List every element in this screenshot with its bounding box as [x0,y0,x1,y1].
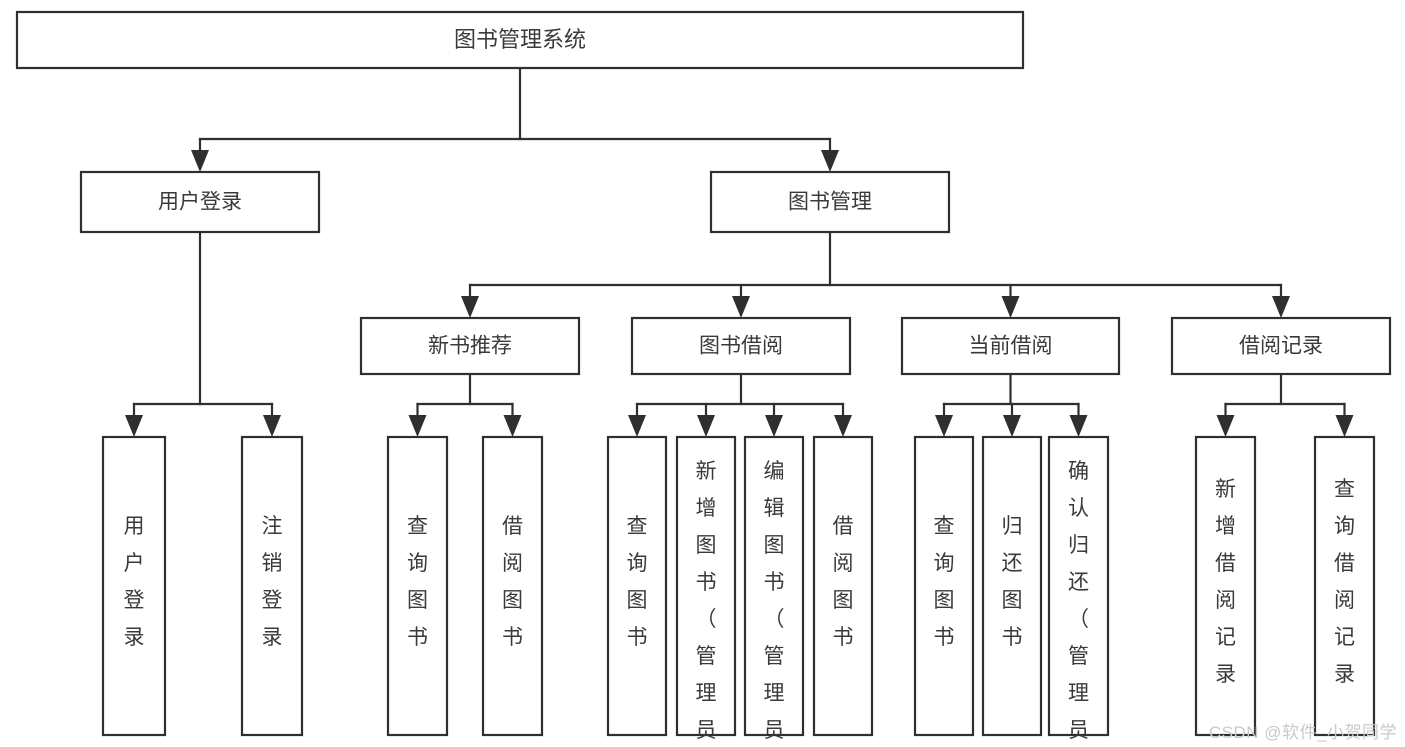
arrow-head-records [1272,296,1290,318]
node-box-root[interactable] [15,10,1025,70]
node-label-leaf-borrow-edit: 编辑图书（管理员） [764,460,785,747]
node-box-leaf-cur-query[interactable] [913,435,975,737]
arrow-head-bookmgmt [821,150,839,172]
arrow-head-login [191,150,209,172]
node-label-leaf-cur-confirm: 确认归还（管理员） [1068,460,1089,747]
arrow-head-leaf-rec-add [1216,415,1235,437]
node-leaf-new-borrow[interactable]: 借阅图书 [481,435,544,737]
node-leaf-user-logout[interactable]: 注销登录 [240,435,304,737]
node-login[interactable]: 用户登录 [79,170,321,234]
watermark: CSDN @软件_小贺同学 [1208,723,1397,742]
node-box-leaf-borrow-query[interactable] [606,435,668,737]
arrow-head-current [1001,296,1020,318]
node-leaf-borrow-lend[interactable]: 借阅图书 [812,435,874,737]
node-box-login[interactable] [79,170,321,234]
node-label-root: 图书管理系统 [454,27,586,52]
node-label-leaf-cur-query: 查询图书 [934,515,955,649]
arrow-head-leaf-user-login [125,415,143,437]
node-leaf-new-query[interactable]: 查询图书 [386,435,449,737]
node-leaf-cur-query[interactable]: 查询图书 [913,435,975,737]
node-box-leaf-user-login[interactable] [101,435,167,737]
node-box-leaf-user-logout[interactable] [240,435,304,737]
arrow-head-newbook [461,296,479,318]
node-records[interactable]: 借阅记录 [1170,316,1392,376]
node-label-leaf-new-query: 查询图书 [407,515,428,649]
node-bookmgmt[interactable]: 图书管理 [709,170,951,234]
node-box-bookmgmt[interactable] [709,170,951,234]
node-box-current[interactable] [900,316,1121,376]
node-leaf-user-login[interactable]: 用户登录 [101,435,167,737]
node-label-leaf-borrow-query: 查询图书 [627,515,648,649]
arrow-head-leaf-new-borrow [503,415,522,437]
node-current[interactable]: 当前借阅 [900,316,1121,376]
arrow-head-leaf-user-logout [263,415,281,437]
arrow-head-leaf-borrow-edit [765,415,783,437]
node-box-leaf-borrow-edit[interactable] [743,435,805,737]
arrow-head-leaf-cur-return [1003,415,1021,437]
node-box-leaf-borrow-lend[interactable] [812,435,874,737]
node-label-leaf-borrow-lend: 借阅图书 [833,515,854,649]
arrow-head-leaf-new-query [408,415,427,437]
node-box-leaf-cur-return[interactable] [981,435,1043,737]
node-box-leaf-cur-confirm[interactable] [1047,435,1110,737]
node-box-borrow[interactable] [630,316,852,376]
node-leaf-borrow-edit[interactable]: 编辑图书（管理员） [743,435,805,747]
node-label-leaf-new-borrow: 借阅图书 [502,515,523,649]
node-label-leaf-borrow-add: 新增图书（管理员） [696,460,717,747]
node-leaf-rec-add[interactable]: 新增借阅记录 [1194,435,1257,737]
node-label-leaf-rec-add: 新增借阅记录 [1215,478,1236,686]
node-box-leaf-new-query[interactable] [386,435,449,737]
node-leaf-borrow-query[interactable]: 查询图书 [606,435,668,737]
node-leaf-cur-confirm[interactable]: 确认归还（管理员） [1047,435,1110,747]
node-box-newbook[interactable] [359,316,581,376]
node-leaf-cur-return[interactable]: 归还图书 [981,435,1043,737]
node-label-records: 借阅记录 [1239,335,1323,358]
node-leaf-rec-query[interactable]: 查询借阅记录 [1313,435,1376,737]
nodes-layer: 图书管理系统用户登录图书管理新书推荐图书借阅当前借阅借阅记录用户登录注销登录查询… [15,10,1392,747]
node-leaf-borrow-add[interactable]: 新增图书（管理员） [675,435,737,747]
node-label-leaf-user-logout: 注销登录 [262,515,283,649]
node-label-newbook: 新书推荐 [428,335,512,358]
node-root[interactable]: 图书管理系统 [15,10,1025,70]
node-box-records[interactable] [1170,316,1392,376]
node-label-login: 用户登录 [158,191,242,214]
node-label-leaf-cur-return: 归还图书 [1002,515,1023,649]
node-box-leaf-borrow-add[interactable] [675,435,737,737]
node-label-bookmgmt: 图书管理 [788,191,872,214]
arrow-head-leaf-rec-query [1335,415,1354,437]
arrow-head-leaf-borrow-query [628,415,646,437]
arrow-head-leaf-cur-query [935,415,953,437]
node-box-leaf-rec-query[interactable] [1313,435,1376,737]
node-box-leaf-new-borrow[interactable] [481,435,544,737]
node-newbook[interactable]: 新书推荐 [359,316,581,376]
node-box-leaf-rec-add[interactable] [1194,435,1257,737]
node-borrow[interactable]: 图书借阅 [630,316,852,376]
arrow-head-leaf-borrow-add [697,415,715,437]
node-label-current: 当前借阅 [969,335,1053,358]
arrow-head-borrow [732,296,750,318]
node-label-leaf-user-login: 用户登录 [124,515,145,649]
edges-layer [125,66,1354,437]
node-label-leaf-rec-query: 查询借阅记录 [1334,478,1355,686]
arrow-head-leaf-borrow-lend [834,415,852,437]
arrow-head-leaf-cur-confirm [1069,415,1088,437]
node-label-borrow: 图书借阅 [699,335,783,358]
